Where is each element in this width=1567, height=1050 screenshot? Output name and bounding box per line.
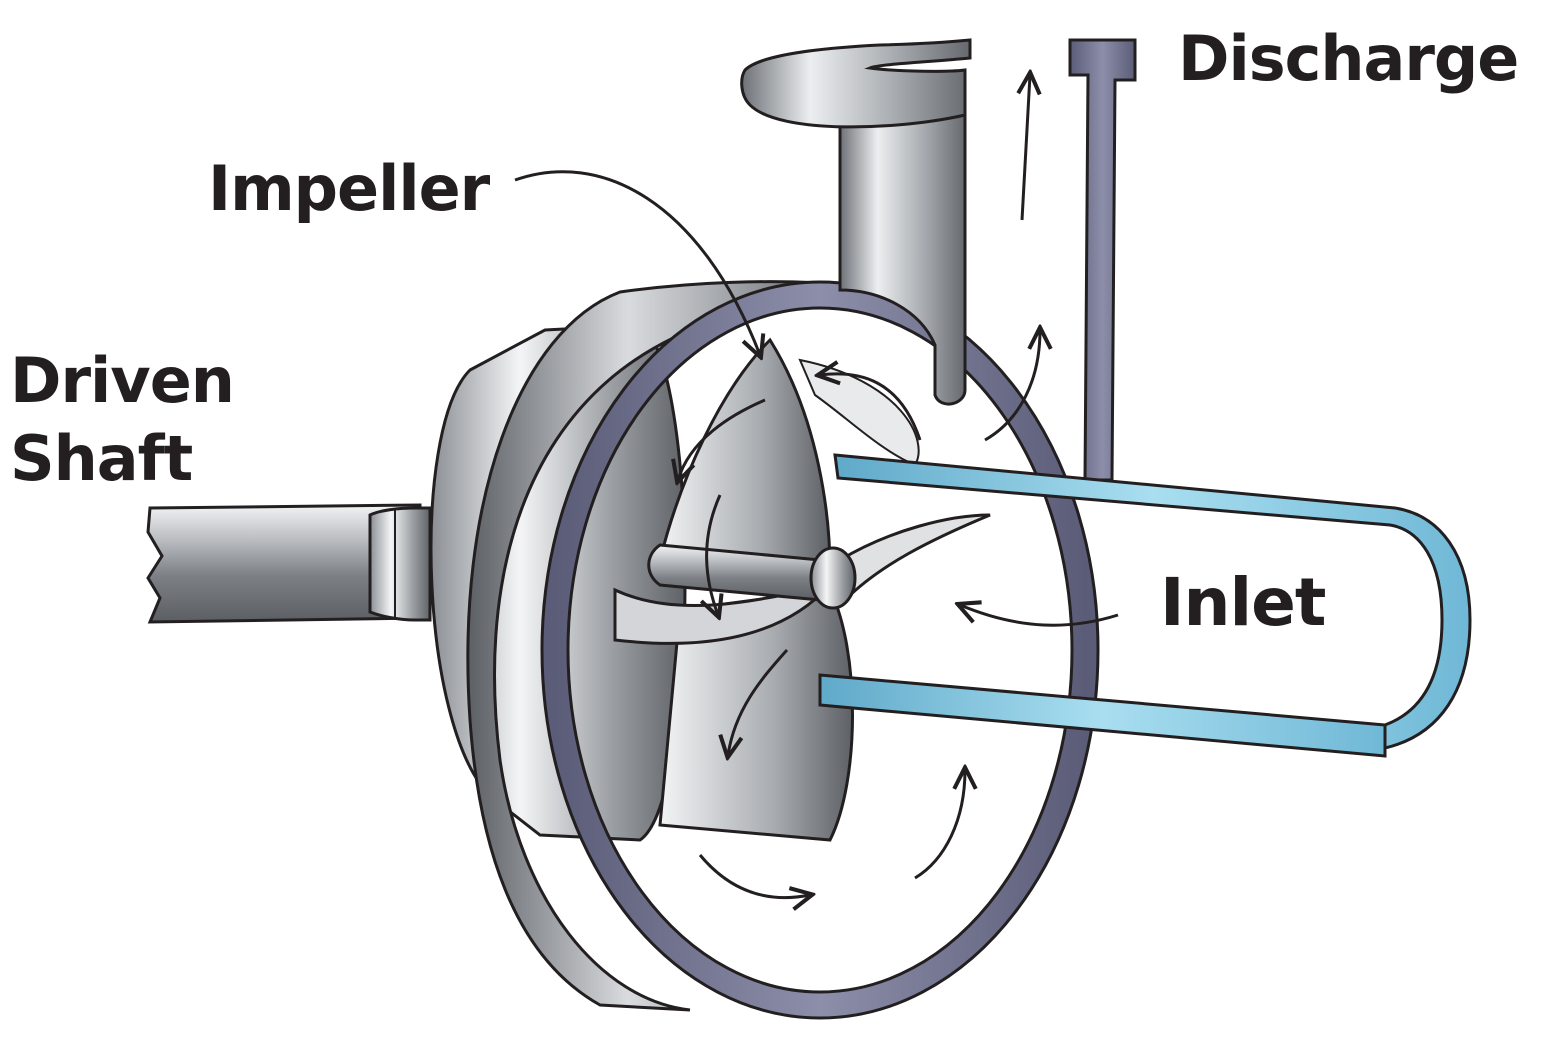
driven-shaft — [146, 503, 432, 624]
vane-arrow-3 — [728, 648, 789, 755]
driven-shaft-label-line2: Shaft — [10, 422, 193, 495]
impeller-label: Impeller — [208, 152, 490, 225]
inlet-label: Inlet — [1160, 564, 1326, 641]
driven-shaft-label-line1: Driven — [10, 344, 235, 417]
volute-arrow-bottom — [698, 854, 810, 898]
inlet-pipe — [818, 453, 1472, 758]
vane-arrow-2 — [707, 494, 720, 615]
volute-arrow-top — [820, 374, 922, 441]
inlet-flow-arrow — [960, 605, 1119, 627]
discharge-flow-arrow — [1022, 75, 1030, 221]
vane-arrow-1 — [678, 398, 766, 480]
discharge-label: Discharge — [1178, 22, 1519, 95]
impeller-callout-arrow — [514, 170, 760, 355]
volute-arrow-upper-right — [984, 330, 1040, 442]
flow-arrows — [514, 75, 1119, 898]
impeller — [613, 337, 991, 842]
discharge-nozzle — [740, 38, 1137, 482]
casing-ring — [466, 280, 1100, 1020]
volute-arrow-lower-right — [914, 770, 965, 880]
